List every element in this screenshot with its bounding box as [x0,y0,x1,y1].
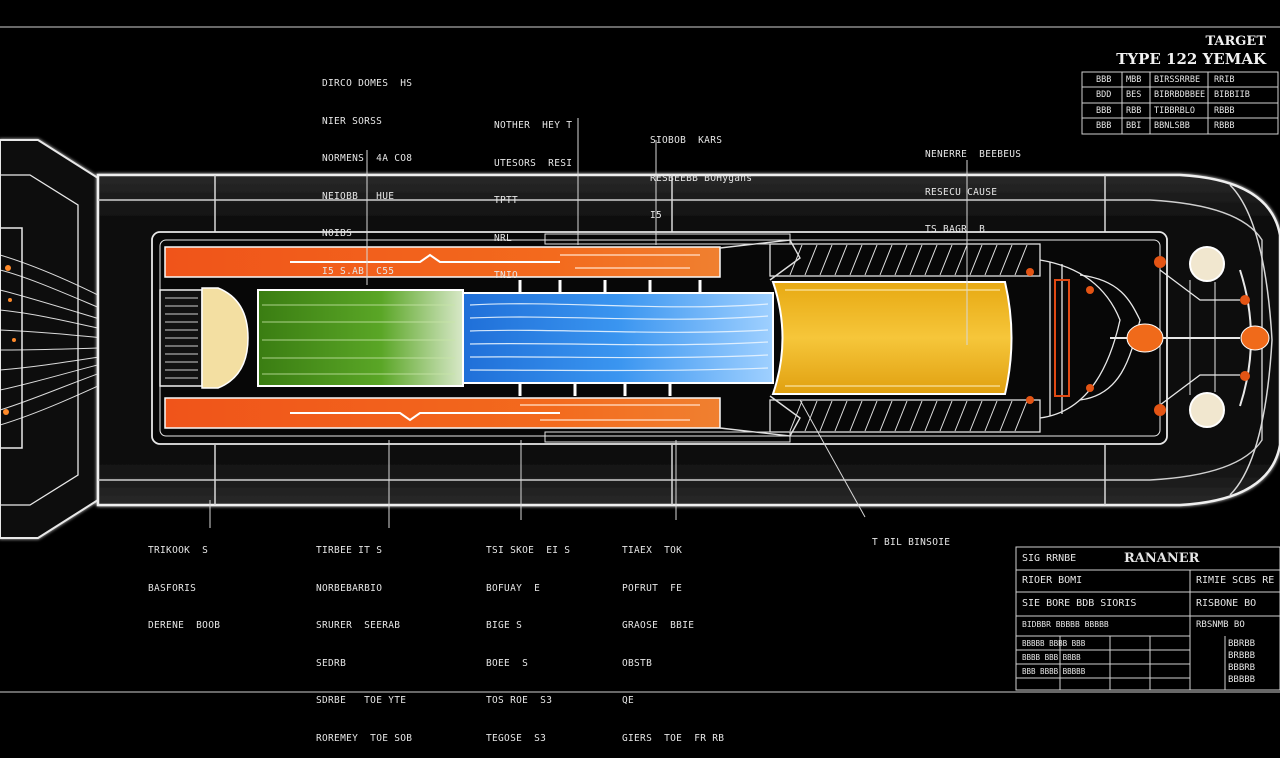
spec-cell: BES [1126,90,1142,100]
spec-table-grid [1081,71,1279,135]
aft-sparks [3,265,16,415]
title-line-1: TARGET [1205,34,1266,49]
callout-line: QE [622,695,635,706]
forward-orange-parts [1026,256,1270,416]
callout-b: NOTHER HEY T UTESORS RESI TPTT NRL TNIO [494,95,572,295]
callout-e: TRIKOOK S BASFORIS DERENE BOOB [148,520,220,645]
callout-line: SEDRB [316,657,347,669]
title-block-cell: SIE BORE BDB SIORIS [1022,598,1137,609]
spec-cell: RRIB [1214,75,1235,85]
title-block: SIG RRNBE RANANER RIOER BOMI RIMIE SCBS … [1016,547,1280,690]
callout-line: SIOBOB KARS [650,135,723,146]
callout-f: TIRBEE IT S NORBEBARBIO SRURER SEERAB SE… [316,520,412,758]
spec-cell: BIBRBDBBEE [1154,90,1206,100]
callout-line: GIERS TOE FR RB [622,732,725,744]
callout-line: DERENE BOOB [148,620,221,631]
spec-cell: MBB [1126,75,1142,85]
callout-line: BOFUAY E [486,582,541,594]
callout-line: RESECU CAUSE [925,186,998,198]
title-block-cell: BIDBBR BBBBB BBBBB [1022,620,1109,629]
callout-line: BOEE S [486,657,529,669]
title-block-grid [1015,546,1280,691]
callout-line: POFRUT FE [622,582,683,594]
leader-lines [209,118,968,528]
callout-line: OBSTB [622,657,653,669]
spec-cell: RBB [1126,106,1142,116]
transfer-ducts [544,233,801,443]
callout-line: TNIO [494,270,519,281]
callout-line: NORMENS 4A CO8 [322,153,413,164]
callout-line: T BIL BINSOIE [872,537,951,548]
callout-a: DIRCO DOMES HS NIER SORSS NORMENS 4A CO8… [322,53,412,291]
callout-line: TRIKOOK S [148,545,209,556]
callout-line: SRURER SEERAB [316,620,401,631]
title-block-grid-cell: BBBBB BBBB BBB [1022,639,1086,648]
green-grain [257,289,464,387]
callout-line: TS BAGR B [925,224,986,235]
callout-c: SIOBOB KARS RESBEEBB BOHygans I5 [650,110,752,235]
title-block-grid-cell: BBRBB [1228,639,1256,649]
callout-line: GRAOSE BBIE [622,620,695,631]
spec-cell: BIRSSRRBE [1154,75,1201,85]
callout-line: NRL [494,232,513,244]
callout-line: TIAEX TOK [622,545,683,556]
spec-cell: BDD [1096,90,1112,100]
title-block-head-left: SIG RRNBE [1022,553,1077,564]
blue-section [462,280,774,396]
rocket-cutaway-diagram [0,26,1280,693]
callout-line: UTESORS RESI [494,157,573,169]
orange-upper-bar [164,246,721,278]
title-block-cell: RIOER BOMI [1022,575,1083,586]
callout-i: T BIL BINSOIE [872,512,950,562]
callout-h: TIAEX TOK POFRUT FE GRAOSE BBIE OBSTB QE… [622,520,724,758]
hatch-lower [769,399,1041,433]
title-block-grid-cell: BRBBB [1228,651,1256,661]
callout-line: ROREMEY TOE SOB [316,732,413,744]
callout-line: NIER SORSS [322,115,383,127]
callout-line: NOIBS [322,228,353,239]
callout-line: DIRCO DOMES HS [322,78,413,89]
title-line-2: TYPE 122 YEMAK [1116,50,1266,68]
callout-d: NENERRE BEEBEUS RESECU CAUSE TS BAGR B [925,124,1021,249]
title-block-cell: RBSNMB BO [1196,620,1245,630]
spec-cell: TIBBRBLO [1154,106,1195,116]
spec-cell: BBB [1096,106,1112,116]
title-block-grid-cell: BBBB BBB BBBB [1022,653,1081,662]
title-block-head-right: RANANER [1124,551,1200,566]
injector-plate [159,287,249,389]
spec-cell: BIBBIIB [1214,90,1250,100]
title-block-cell: RISBONE BO [1196,598,1257,609]
callout-line: NEIOBB HUE [322,190,395,202]
title-block-cell: RIMIE SCBS RE [1196,575,1275,586]
callout-line: TEGOSE S3 [486,732,547,744]
callout-line: SDRBE TOE YTE [316,695,407,706]
spec-cell: BBI [1126,121,1142,131]
callout-g: TSI SKOE EI S BOFUAY E BIGE S BOEE S TOS… [486,520,570,758]
callout-line: BIGE S [486,620,523,631]
drawing-title: TARGET TYPE 122 YEMAK [1116,34,1266,68]
callout-line: I5 S.AB C55 [322,265,395,277]
callout-line: BASFORIS [148,582,197,594]
callout-line: NORBEBARBIO [316,582,383,594]
spec-cell: BBB [1096,75,1112,85]
callout-line: TSI SKOE EI S [486,545,571,556]
callout-line: TPTT [494,195,519,206]
spec-cell: BBNLSBB [1154,121,1190,131]
spec-cell: RBBB [1214,121,1235,131]
orange-lower-bar [164,397,721,429]
callout-line: RESBEEBB BOHygans [650,172,753,184]
callout-line: TIRBEE IT S [316,545,383,556]
yellow-tank [771,281,1013,395]
title-block-grid-cell: BBBRB [1228,663,1256,673]
forward-mechanism [1039,246,1252,428]
callout-line: I5 [650,210,663,221]
spec-table: BBB MBB BIRSSRRBE RRIB BDD BES BIBRBDBBE… [1082,72,1278,134]
title-block-grid-cell: BBB BBBB BBBBB [1022,667,1086,676]
spec-cell: RBBB [1214,106,1235,116]
title-block-grid-cell: BBBBB [1228,675,1256,685]
callout-line: NOTHER HEY T [494,120,573,131]
spec-cell: BBB [1096,121,1112,131]
callout-line: TOS ROE S3 [486,695,553,706]
callout-line: NENERRE BEEBEUS [925,149,1022,160]
